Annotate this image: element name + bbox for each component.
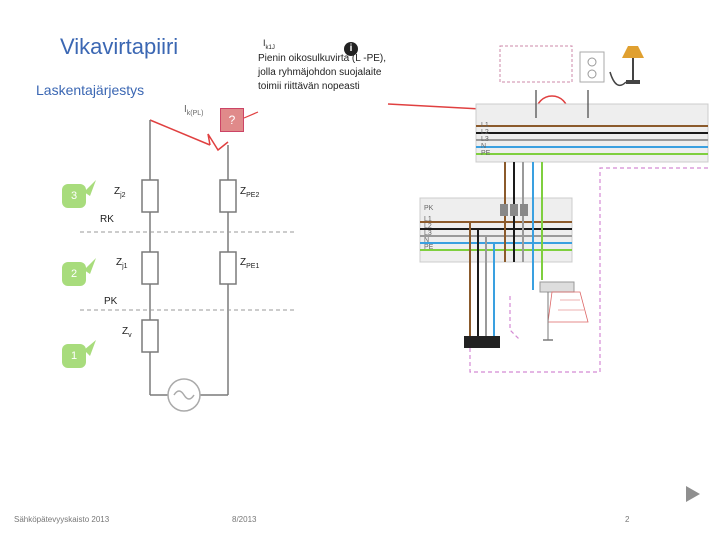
label-zpe2: ZPE2 (240, 186, 259, 199)
step-badge-3: 3 (62, 184, 86, 208)
mid-n: N (424, 237, 430, 244)
lamp-icon (609, 46, 644, 87)
label-zpe1: ZPE1 (240, 257, 259, 270)
zpe1-main: Z (240, 257, 247, 268)
info-icon: i (344, 42, 358, 56)
fault-arrow (149, 119, 229, 152)
label-zv: Zv (122, 326, 132, 339)
callout-pointer-left (243, 111, 259, 119)
question-box: ? (220, 108, 244, 132)
impedance-zj1 (141, 251, 159, 285)
zpe1-sub: PE1 (246, 263, 260, 270)
zpe2-main: Z (240, 186, 247, 197)
label-zj2: Zj2 (114, 186, 126, 199)
footer-source: Sähköpätevyyskaisto 2013 (14, 515, 110, 524)
installation-illustration (419, 45, 709, 373)
footer-date: 8/2013 (232, 515, 257, 524)
mid-l1: L1 (424, 216, 432, 223)
earthing-bar (539, 281, 575, 293)
wall-socket (579, 51, 605, 83)
callout-symbol-main: I (263, 38, 266, 48)
mid-l2: L2 (424, 223, 432, 230)
callout-symbol-sub: k1J (265, 44, 275, 51)
impedance-zpe1 (219, 251, 237, 285)
impedance-zv (141, 319, 159, 353)
impedance-zj2 (141, 179, 159, 213)
step-badge-1: 1 (62, 344, 86, 368)
zj1-main: Z (116, 257, 123, 268)
mid-panel-labels: PK L1 L2 L3 N PE (424, 205, 433, 251)
fault-current-sub: k(PL) (186, 110, 204, 117)
label-zj1: Zj1 (116, 257, 128, 270)
slide-title: Vikavirtapiiri (60, 34, 179, 59)
circuit-wires (149, 120, 229, 396)
mid-l3: L3 (424, 230, 432, 237)
zv-main: Z (122, 326, 129, 337)
label-rk: RK (100, 214, 114, 225)
top-l2: L2 (481, 129, 489, 136)
zv-sub: v (128, 332, 132, 339)
top-pe: PE (481, 150, 491, 157)
impedance-zpe2 (219, 179, 237, 213)
zpe2-sub: PE2 (246, 192, 260, 199)
fault-loop-path (469, 167, 708, 373)
label-pk: PK (104, 296, 118, 307)
mid-pe: PE (424, 244, 434, 251)
top-l3: L3 (481, 136, 489, 143)
top-n: N (481, 143, 487, 150)
supply-fuses (464, 336, 500, 348)
fault-current-label: Ik(PL) (184, 104, 204, 117)
footer-page-number: 2 (625, 515, 630, 524)
mid-pk: PK (424, 205, 434, 212)
zj1-sub: j1 (122, 263, 128, 270)
fault-current-main: I (184, 104, 187, 115)
next-slide-icon[interactable] (686, 486, 700, 502)
step-badge-2: 2 (62, 262, 86, 286)
callout-text: Pienin oikosulkuvirta (L -PE), jolla ryh… (258, 53, 387, 92)
slide-subtitle: Laskentajärjestys (36, 82, 145, 98)
zj2-main: Z (114, 186, 121, 197)
junction-box-dashed (499, 45, 573, 83)
top-panel-labels: L1 L2 L3 N PE (481, 122, 490, 157)
callout-symbol: Ik1J (263, 38, 275, 51)
top-l1: L1 (481, 122, 489, 129)
zj2-sub: j2 (120, 192, 126, 199)
